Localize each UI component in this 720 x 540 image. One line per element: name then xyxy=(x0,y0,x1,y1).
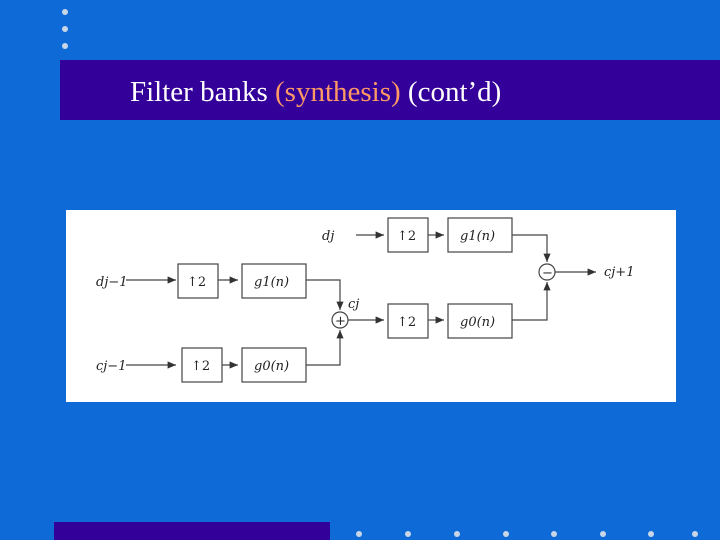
upsampler-box-dj-1 xyxy=(177,263,219,299)
title-prefix: Filter banks xyxy=(130,76,275,108)
decor-dot xyxy=(62,43,68,49)
upsampler-label: ↑2 xyxy=(397,229,416,244)
synthesis-filter-bank-diagram: dj−1 cj−1 dj cj cj+1 ↑2 ↑2 ↑2 ↑2 g1(n) g… xyxy=(66,210,676,402)
wire-g1-to-adder xyxy=(306,279,344,310)
wire-g0-to-adder xyxy=(306,330,344,366)
upsampler-label: ↑2 xyxy=(191,359,210,374)
filter-label-g0: g0(n) xyxy=(254,359,289,374)
filter-box-g1-right xyxy=(447,217,513,253)
title-highlight: (synthesis) xyxy=(275,76,401,108)
filter-box-g0-right xyxy=(447,303,513,339)
filter-label-g1: g1(n) xyxy=(254,275,289,290)
upsampler-box-dj xyxy=(387,217,429,253)
slide-title: Filter banks (synthesis) (cont’d) xyxy=(130,76,501,109)
adder-symbol: + xyxy=(335,314,346,329)
decor-dot xyxy=(356,531,362,537)
title-suffix: (cont’d) xyxy=(400,76,502,108)
label-output: cj+1 xyxy=(604,265,634,280)
title-bar xyxy=(60,60,720,120)
label-dj-1: dj−1 xyxy=(96,275,128,290)
subtractor-symbol: − xyxy=(542,266,553,281)
decor-dot xyxy=(454,531,460,537)
filter-box-g0-left xyxy=(241,347,307,383)
decor-dot xyxy=(551,531,557,537)
upsampler-label: ↑2 xyxy=(397,315,416,330)
wire-g0-to-sub xyxy=(512,282,551,321)
decor-dot xyxy=(405,531,411,537)
filter-label-g1: g1(n) xyxy=(460,229,495,244)
decor-dot xyxy=(62,26,68,32)
label-dj: dj xyxy=(322,229,334,244)
upsampler-box-cj xyxy=(387,303,429,339)
decor-dot xyxy=(692,531,698,537)
wire-g1-to-sub xyxy=(512,234,551,262)
subtractor-node xyxy=(538,263,556,281)
decor-dot xyxy=(648,531,654,537)
label-cj: cj xyxy=(348,297,359,312)
upsampler-box-cj-1 xyxy=(181,347,223,383)
upsampler-label: ↑2 xyxy=(187,275,206,290)
decor-dot xyxy=(503,531,509,537)
filter-label-g0: g0(n) xyxy=(460,315,495,330)
label-cj-1: cj−1 xyxy=(96,359,126,374)
decor-dot xyxy=(62,9,68,15)
filter-box-g1-left xyxy=(241,263,307,299)
footer-bar xyxy=(54,522,330,540)
adder-node xyxy=(331,311,349,329)
decor-dot xyxy=(600,531,606,537)
diagram-svg: dj−1 cj−1 dj cj cj+1 ↑2 ↑2 ↑2 ↑2 g1(n) g… xyxy=(96,217,634,383)
